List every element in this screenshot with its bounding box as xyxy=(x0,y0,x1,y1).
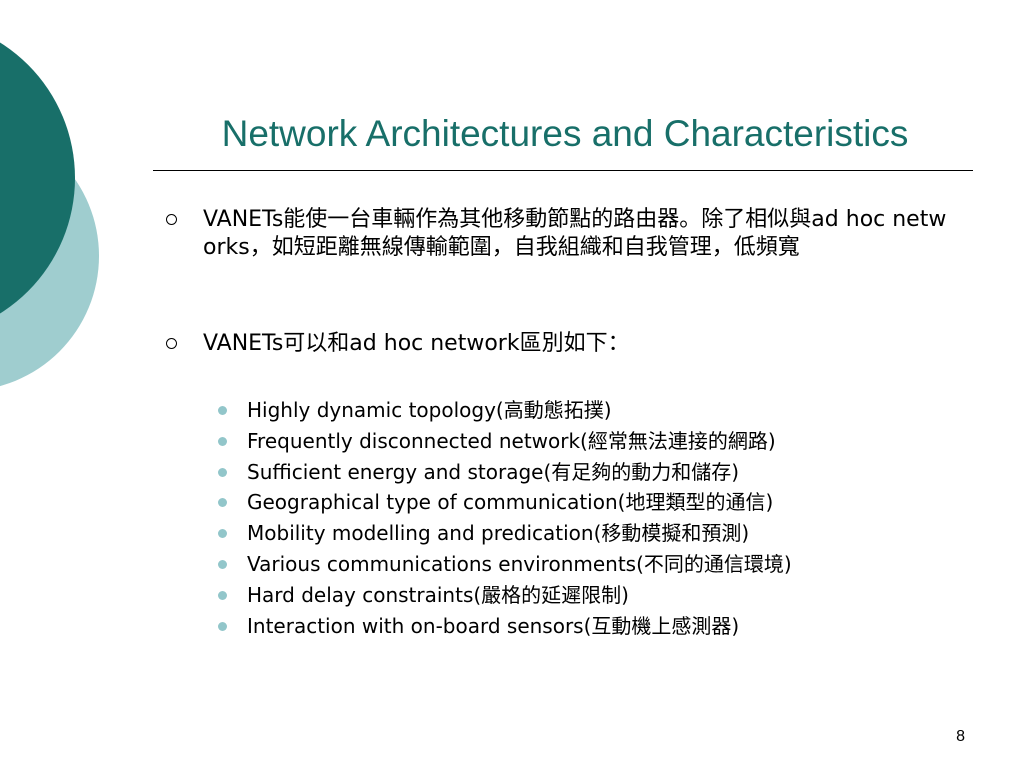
hollow-circle-bullet-icon xyxy=(166,338,177,349)
list-item: Highly dynamic topology(高動態拓撲) xyxy=(218,395,978,426)
list-item: Sufficient energy and storage(有足夠的動力和儲存) xyxy=(218,457,978,488)
list-item: Hard delay constraints(嚴格的延遲限制) xyxy=(218,580,978,611)
list-item-text: Interaction with on-board sensors(互動機上感測… xyxy=(247,613,740,638)
list-item-text: Frequently disconnected network(經常無法連接的網… xyxy=(247,428,776,453)
bullet-text: VANETs能使一台車輛作為其他移動節點的路由器。除了相似與ad hoc net… xyxy=(203,207,947,260)
list-item: Geographical type of communication(地理類型的… xyxy=(218,487,978,518)
dark-circle-shape xyxy=(0,42,75,314)
dot-bullet-icon xyxy=(218,436,227,446)
dot-bullet-icon xyxy=(218,621,227,631)
characteristics-list: Highly dynamic topology(高動態拓撲) Frequentl… xyxy=(218,395,978,641)
bullet-vanets-difference: VANETs可以和ad hoc network區別如下： xyxy=(166,330,956,358)
bullet-text: VANETs可以和ad hoc network區別如下： xyxy=(203,331,630,356)
list-item-text: Highly dynamic topology(高動態拓撲) xyxy=(247,398,612,422)
dot-bullet-icon xyxy=(218,559,227,569)
dot-bullet-icon xyxy=(218,406,227,415)
list-item-text: Various communications environments(不同的通… xyxy=(247,551,792,576)
dot-bullet-icon xyxy=(218,590,227,600)
list-item-text: Mobility modelling and predication(移動模擬和… xyxy=(247,521,750,546)
list-item: Various communications environments(不同的通… xyxy=(218,549,978,580)
list-item-text: Hard delay constraints(嚴格的延遲限制) xyxy=(247,582,629,607)
dot-bullet-icon xyxy=(218,529,227,539)
list-item-text: Sufficient energy and storage(有足夠的動力和儲存) xyxy=(247,459,740,484)
list-item-text: Geographical type of communication(地理類型的… xyxy=(247,490,774,515)
dot-bullet-icon xyxy=(218,498,227,508)
dot-bullet-icon xyxy=(218,467,227,477)
page-number: 8 xyxy=(956,728,965,745)
list-item: Mobility modelling and predication(移動模擬和… xyxy=(218,518,978,549)
bullet-vanets-routing: VANETs能使一台車輛作為其他移動節點的路由器。除了相似與ad hoc net… xyxy=(166,206,956,262)
hollow-circle-bullet-icon xyxy=(166,214,177,225)
slide-title: Network Architectures and Characteristic… xyxy=(221,113,909,154)
list-item: Interaction with on-board sensors(互動機上感測… xyxy=(218,611,978,642)
title-divider xyxy=(153,170,973,171)
list-item: Frequently disconnected network(經常無法連接的網… xyxy=(218,426,978,457)
